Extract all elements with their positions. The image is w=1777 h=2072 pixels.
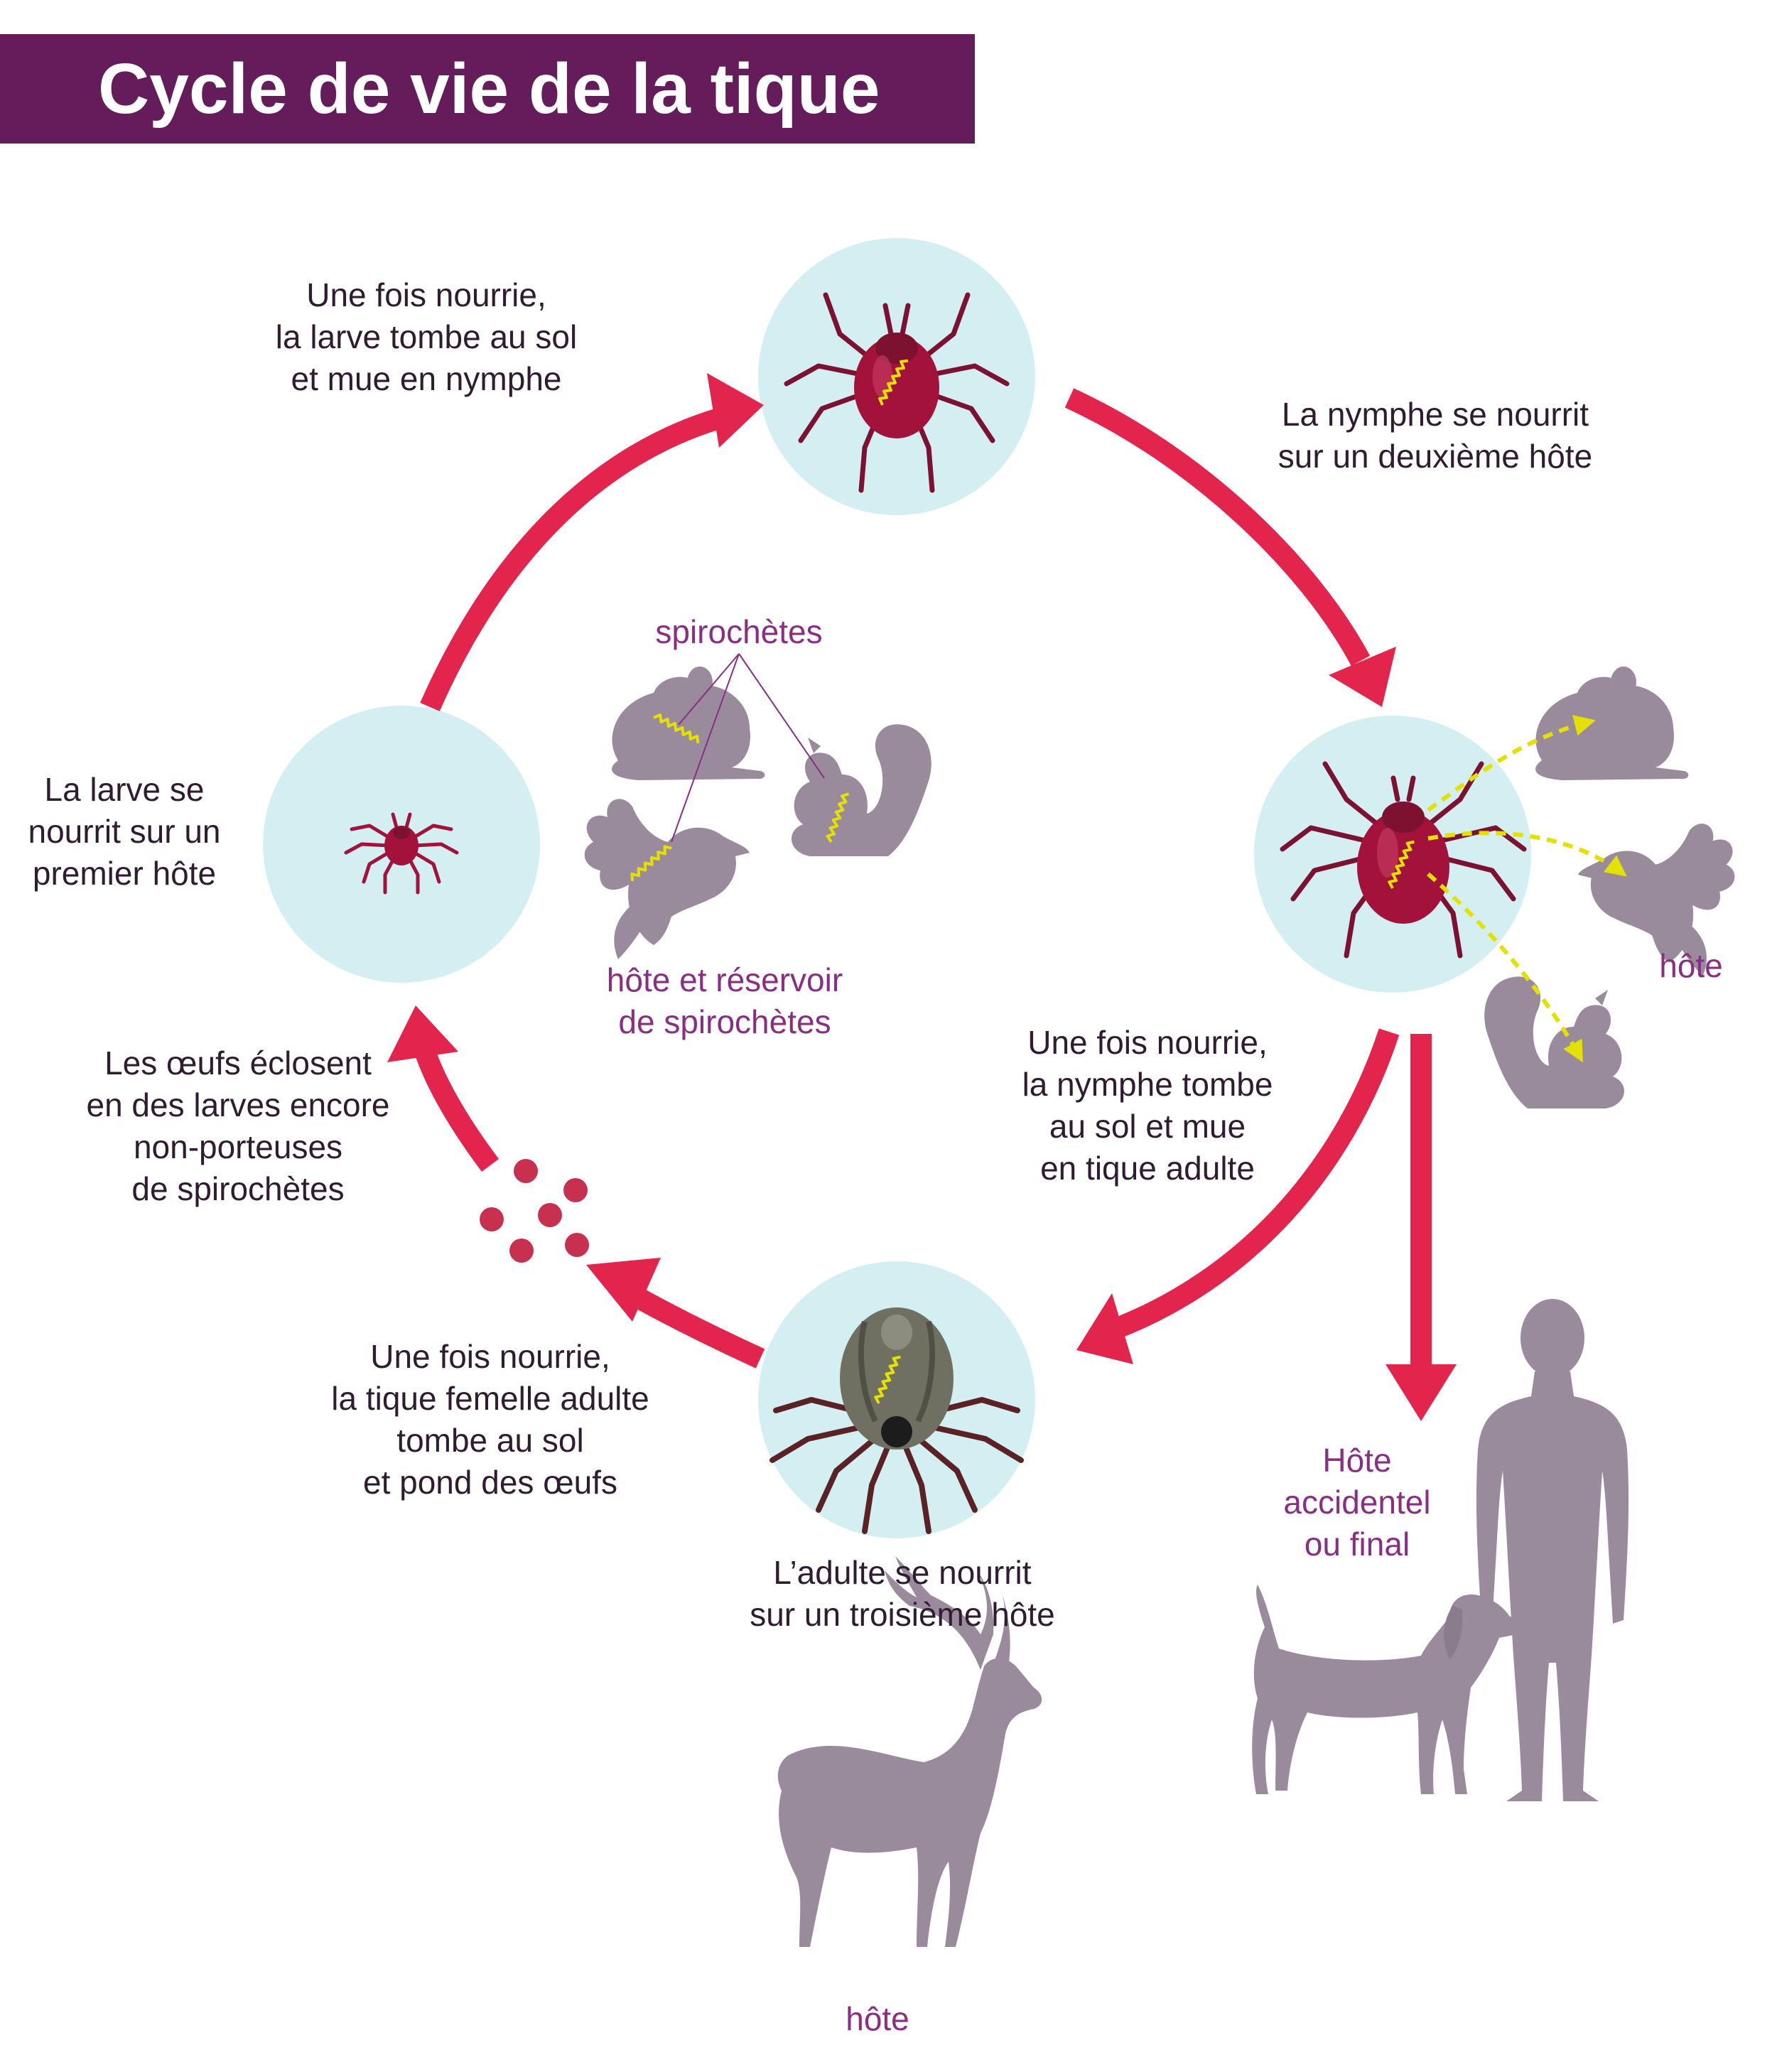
label-line: en tique adulte — [1040, 1150, 1255, 1187]
adult-female-tick-icon — [769, 1307, 1024, 1534]
label-line: de spirochètes — [131, 1170, 345, 1207]
second-host-mouse-icon — [1535, 667, 1689, 780]
label-larva-molts: Une fois nourrie, la larve tombe au sol … — [242, 274, 611, 400]
label-line: et pond des œufs — [363, 1464, 617, 1501]
label-nymph-molts: Une fois nourrie, la nymphe tombe au sol… — [988, 1022, 1307, 1189]
label-line: en des larves encore — [86, 1086, 390, 1123]
larva-tick-icon — [344, 812, 459, 895]
label-line: de spirochètes — [618, 1003, 831, 1040]
label-line: Hôte — [1322, 1442, 1392, 1479]
page-title: Cycle de vie de la tique — [98, 49, 880, 129]
cycle-arrow-larva-to-nymph — [420, 373, 764, 712]
label-line: sur un troisième hôte — [750, 1596, 1055, 1633]
spirochete-pointer-lines — [671, 653, 825, 843]
cycle-arrow-nymph-to-engorged — [1064, 388, 1396, 707]
label-female-lays: Une fois nourrie, la tique femelle adult… — [291, 1336, 689, 1504]
label-eggs-hatch: Les œufs éclosent en des larves encore n… — [50, 1042, 426, 1210]
label-larva-feeds: La larve se nourrit sur un premier hôte — [7, 769, 242, 895]
transmission-arrows — [1427, 715, 1627, 1063]
label-line: Une fois nourrie, — [370, 1338, 610, 1375]
engorged-nymph-tick-icon — [1280, 761, 1527, 959]
title-bar — [0, 34, 975, 144]
cycle-arrow-adult-to-eggs — [586, 1258, 765, 1369]
label-line: Une fois nourrie, — [1027, 1024, 1268, 1061]
label-line: au sol et mue — [1049, 1108, 1246, 1145]
label-accidental-host: Hôte accidentel ou final — [1251, 1440, 1464, 1565]
label-spirochetes: spirochètes — [655, 613, 823, 650]
label-line: Les œufs éclosent — [104, 1045, 372, 1081]
cycle-arrow-engorged-to-adult — [1076, 1028, 1400, 1364]
reservoir-mouse-icon — [612, 667, 765, 780]
label-line: ou final — [1304, 1526, 1410, 1563]
label-third-host: hôte — [846, 2000, 909, 2037]
reservoir-bird-icon — [584, 799, 750, 959]
label-line: Une fois nourrie, — [306, 276, 546, 313]
label-adult-feeds: L’adulte se nourrit sur un troisième hôt… — [718, 1552, 1087, 1636]
human-icon — [1476, 1299, 1629, 1801]
nymph-tick-icon — [784, 292, 1010, 493]
tick-eggs-icon — [480, 1159, 589, 1263]
label-line: nourrit sur un — [28, 813, 221, 850]
label-line: sur un deuxième hôte — [1278, 438, 1593, 475]
label-nymph-feeds: La nymphe se nourrit sur un deuxième hôt… — [1236, 394, 1634, 477]
second-host-squirrel-icon — [1484, 976, 1625, 1108]
label-line: hôte et réservoir — [606, 961, 843, 998]
label-line: la larve tombe au sol — [275, 318, 578, 355]
cycle-arrow-eggs-to-larva — [387, 1005, 499, 1172]
label-line: La larve se — [44, 771, 205, 808]
label-line: premier hôte — [32, 855, 217, 892]
label-line: la nymphe tombe — [1022, 1066, 1273, 1103]
label-line: la tique femelle adulte — [331, 1380, 649, 1417]
deer-icon — [777, 1556, 1042, 1947]
label-line: non-porteuses — [133, 1128, 343, 1165]
label-line: et mue en nymphe — [291, 360, 562, 397]
reservoir-squirrel-icon — [791, 724, 931, 856]
label-reservoir-host: hôte et réservoir de spirochètes — [576, 959, 874, 1043]
label-line: La nymphe se nourrit — [1281, 396, 1589, 433]
arrow-to-accidental-host — [1386, 1034, 1457, 1421]
label-line: tombe au sol — [396, 1422, 584, 1459]
label-second-host: hôte — [1659, 947, 1723, 984]
label-line: L’adulte se nourrit — [773, 1554, 1032, 1591]
dog-icon — [1252, 1585, 1525, 1794]
label-line: accidentel — [1283, 1484, 1431, 1521]
